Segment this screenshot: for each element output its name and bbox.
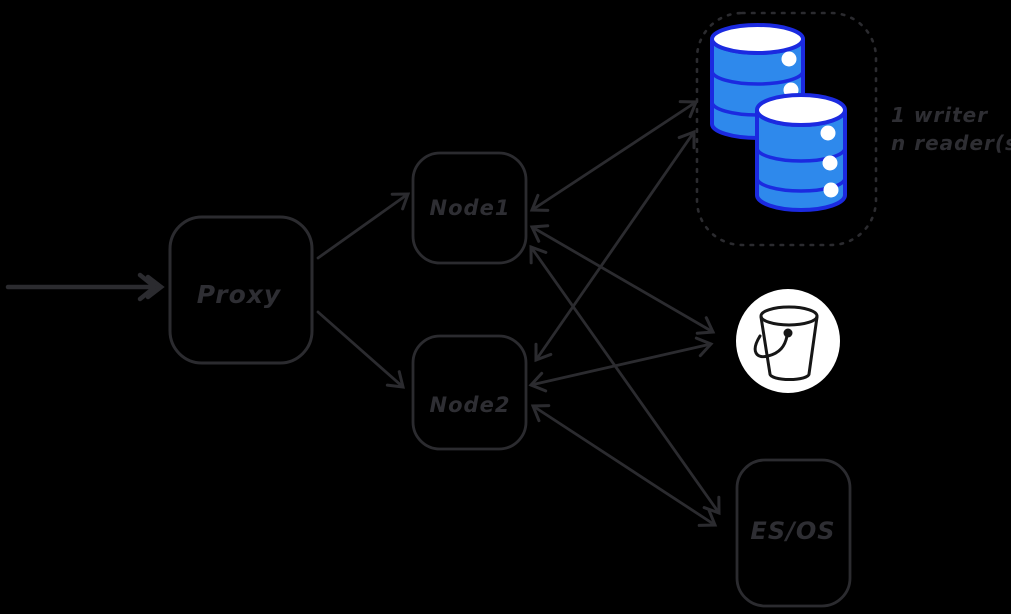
db-front-dot-3	[823, 182, 839, 198]
node2: Node2	[411, 334, 528, 451]
edge-node2-bucket	[528, 336, 714, 393]
bucket-icon	[736, 289, 840, 393]
bucket-right-side	[807, 315, 819, 376]
bucket-bottom	[768, 373, 811, 381]
bucket-handle	[753, 334, 789, 359]
edge-proxy-node1	[316, 192, 411, 260]
node2-box	[411, 334, 528, 451]
db-front-dot-2	[822, 155, 838, 171]
db-front-divider-1	[755, 147, 847, 163]
db-back-divider-1	[710, 70, 805, 86]
bucket-circle-background	[736, 289, 840, 393]
node1-label: Node1	[430, 196, 511, 220]
bucket-handle-knob	[783, 328, 793, 338]
edge-node2-esos	[530, 404, 718, 527]
esos-node: ES/OS	[735, 458, 852, 608]
proxy-node: Proxy	[168, 215, 314, 365]
node1-box	[411, 151, 528, 265]
db-back-top	[710, 23, 805, 55]
node2-label: Node2	[430, 393, 511, 417]
db-front-top	[755, 93, 847, 127]
db-cluster-annotation: 1 writer n reader(s)	[891, 103, 1011, 155]
proxy-label: Proxy	[197, 280, 282, 309]
db-cluster	[695, 11, 878, 247]
db-front-dot-1	[820, 125, 836, 141]
bucket-left-side	[759, 315, 772, 376]
proxy-box	[168, 215, 314, 365]
db-front-divider-2	[755, 177, 847, 193]
db-note-line2: n reader(s)	[891, 131, 1011, 155]
esos-label: ES/OS	[750, 517, 835, 545]
db-note-line1: 1 writer	[891, 103, 988, 127]
db-back-dot-1	[781, 51, 797, 67]
edge-node2-db	[534, 129, 696, 363]
edge-proxy-node2	[316, 310, 405, 389]
db-cluster-dashed-border	[695, 11, 878, 247]
database-cylinder-front-icon	[755, 93, 847, 212]
esos-box	[735, 458, 852, 608]
node1: Node1	[411, 151, 528, 265]
